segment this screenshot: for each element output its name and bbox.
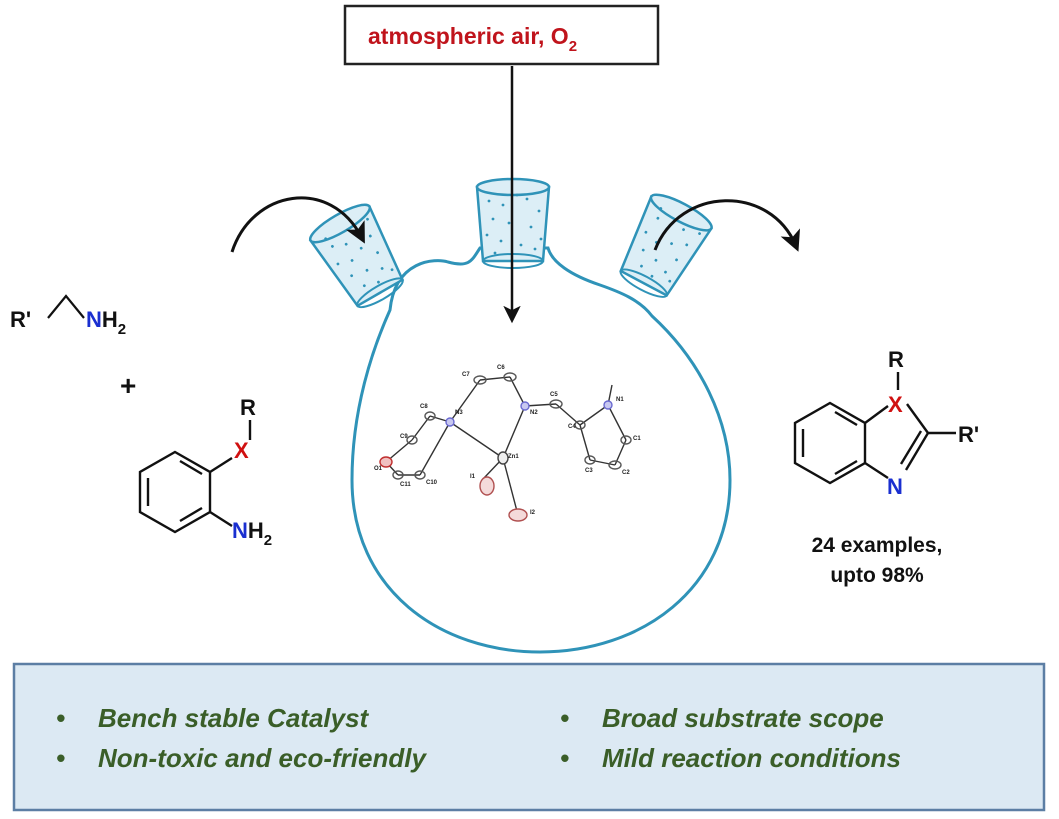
aniline-reactant bbox=[138, 420, 252, 534]
catalyst-atom-labels: C7 C6 C5 N3 N2 N1 C4 C1 C2 C3 Zn1 I1 I2 … bbox=[374, 365, 641, 516]
aniline-x: X bbox=[234, 438, 249, 463]
feature-bullet: • bbox=[56, 703, 65, 733]
svg-text:C4: C4 bbox=[568, 424, 576, 430]
three-neck-flask bbox=[308, 177, 732, 654]
svg-text:C5: C5 bbox=[550, 392, 558, 398]
yield-text: upto 98% bbox=[830, 564, 924, 587]
svg-text:Zn1: Zn1 bbox=[508, 454, 519, 460]
atmosphere-label: atmospheric air, O2 bbox=[368, 23, 577, 55]
svg-text:C9: C9 bbox=[400, 434, 408, 440]
svg-text:C1: C1 bbox=[633, 436, 641, 442]
svg-text:R': R' bbox=[10, 307, 31, 332]
flask-body bbox=[350, 246, 732, 654]
svg-text:I1: I1 bbox=[470, 474, 476, 480]
left-stopper bbox=[308, 203, 405, 309]
feature-bullet: • bbox=[56, 743, 65, 773]
svg-text:N3: N3 bbox=[455, 410, 463, 416]
right-stopper bbox=[619, 193, 714, 298]
benzazole-product bbox=[793, 372, 956, 485]
feature-bullet: • bbox=[560, 743, 569, 773]
svg-text:I2: I2 bbox=[530, 510, 536, 516]
svg-text:C7: C7 bbox=[462, 372, 470, 378]
examples-count: 24 examples, bbox=[812, 534, 943, 557]
svg-text:R': R' bbox=[958, 422, 979, 447]
substrate-in-arrow bbox=[230, 196, 365, 253]
catalyst-crystal-structure bbox=[379, 372, 632, 522]
svg-text:C11: C11 bbox=[400, 482, 411, 488]
svg-text:R: R bbox=[240, 395, 256, 420]
svg-text:C2: C2 bbox=[622, 470, 630, 476]
plus-sign: + bbox=[120, 370, 136, 401]
feature-non-toxic: Non-toxic and eco-friendly bbox=[98, 743, 427, 773]
svg-text:C10: C10 bbox=[426, 480, 438, 486]
features-panel: • Bench stable Catalyst • Non-toxic and … bbox=[12, 662, 1046, 812]
product-out-arrow bbox=[653, 199, 800, 252]
product-x: X bbox=[888, 392, 903, 417]
svg-text:N2: N2 bbox=[530, 410, 538, 416]
amine-reactant: R' NH2 bbox=[10, 294, 126, 338]
svg-text:O1: O1 bbox=[374, 466, 383, 472]
svg-text:C3: C3 bbox=[585, 468, 593, 474]
svg-text:N1: N1 bbox=[616, 397, 624, 403]
feature-broad-scope: Broad substrate scope bbox=[602, 703, 884, 733]
aniline-nh2: NH2 bbox=[232, 518, 272, 549]
feature-bench-stable: Bench stable Catalyst bbox=[98, 703, 370, 733]
product-n: N bbox=[887, 474, 903, 499]
feature-mild-conditions: Mild reaction conditions bbox=[602, 743, 901, 773]
feature-bullet: • bbox=[560, 703, 569, 733]
svg-text:C6: C6 bbox=[497, 365, 505, 371]
amine-nh2: NH2 bbox=[86, 307, 126, 338]
svg-text:C8: C8 bbox=[420, 404, 428, 410]
atmosphere-label-box: atmospheric air, O2 bbox=[343, 4, 660, 66]
svg-text:R: R bbox=[888, 347, 904, 372]
